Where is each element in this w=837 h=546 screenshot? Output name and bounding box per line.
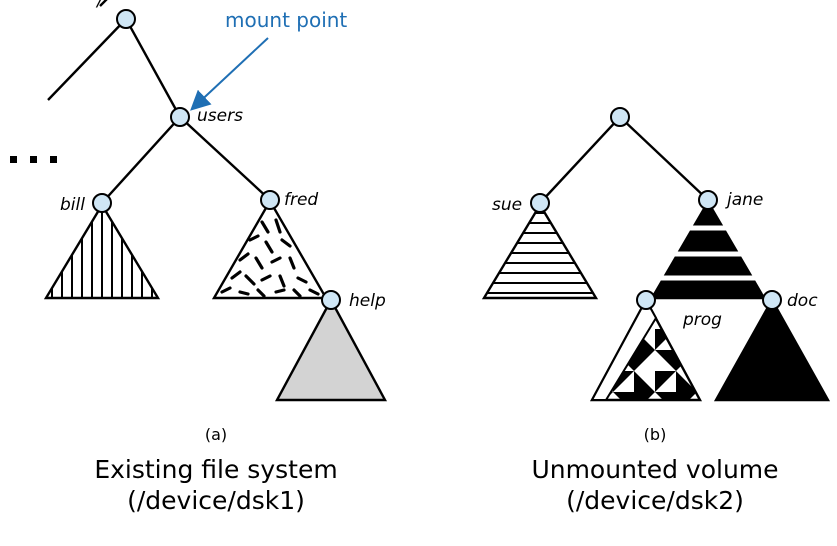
jane-label: jane bbox=[725, 190, 763, 210]
fred-subtree bbox=[211, 198, 329, 300]
users-label: users bbox=[197, 106, 243, 126]
help-label: help bbox=[349, 291, 386, 311]
doc-node bbox=[762, 290, 782, 310]
panel-a-tag: (a) bbox=[205, 425, 227, 444]
mount-point-arrow bbox=[190, 37, 269, 111]
edge-root-left bbox=[47, 18, 127, 101]
panel-a-caption-line1: Existing file system bbox=[94, 455, 337, 484]
sue-subtree bbox=[481, 202, 599, 300]
bill-subtree bbox=[43, 202, 161, 300]
ellipsis-marker bbox=[10, 156, 57, 163]
panel-b-tag: (b) bbox=[644, 425, 667, 444]
users-node bbox=[170, 107, 190, 127]
edge-root-top-stub bbox=[99, 0, 108, 7]
sue-label: sue bbox=[492, 195, 522, 215]
doc-label: doc bbox=[787, 291, 818, 311]
sue-node bbox=[530, 193, 550, 213]
jane-node bbox=[698, 190, 718, 210]
panel-a-edges bbox=[47, 0, 271, 204]
bill-label: bill bbox=[60, 195, 85, 215]
prog-label: prog bbox=[682, 310, 722, 330]
doc-subtree bbox=[713, 297, 831, 402]
fred-label: fred bbox=[284, 190, 318, 210]
panel-b-caption-line2: (/device/dsk2) bbox=[566, 486, 744, 515]
edge-broot-sue bbox=[539, 116, 621, 204]
edge-broot-jane bbox=[619, 116, 709, 201]
help-subtree bbox=[274, 297, 388, 402]
fred-node bbox=[260, 190, 280, 210]
edge-users-bill bbox=[101, 116, 181, 204]
panel-b-caption-line1: Unmounted volume bbox=[531, 455, 778, 484]
help-node bbox=[321, 290, 341, 310]
panel-b-edges bbox=[539, 116, 709, 204]
root-node bbox=[116, 9, 136, 29]
root-label: / bbox=[95, 0, 105, 11]
panel-a-caption-line2: (/device/dsk1) bbox=[127, 486, 305, 515]
edge-root-users bbox=[124, 18, 182, 118]
b-root-node bbox=[610, 107, 630, 127]
jane-subtree bbox=[600, 199, 820, 300]
bill-node bbox=[92, 193, 112, 213]
mount-point-label: mount point bbox=[225, 8, 347, 32]
prog-subtree bbox=[589, 297, 703, 402]
prog-node bbox=[636, 290, 656, 310]
edge-users-fred bbox=[179, 116, 271, 201]
